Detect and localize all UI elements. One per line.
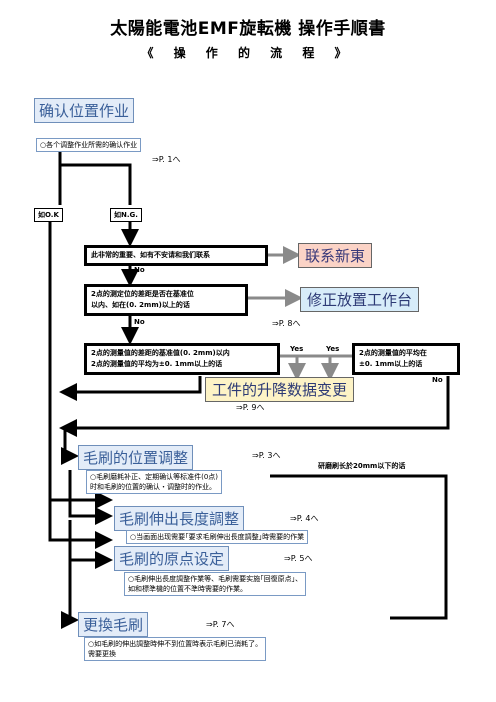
lift-data-change-box: 工件的升降数据变更 <box>205 377 355 402</box>
replace-brush-note: ○如毛刷的伸出調整時伸不到位置時表示毛刷已消耗了。 需要更換 <box>84 637 267 661</box>
no-label-3: No <box>432 376 443 384</box>
brush-position-note-line-2: 时和毛刷的位置的确认・调整时的作业。 <box>90 483 216 491</box>
page-title: 太陽能電池EMF旋転機 操作手順書 <box>110 19 386 39</box>
cond4-line-1: 2点的测量值的平均在 <box>359 349 427 357</box>
ref-p1: ⇒P. 1へ <box>152 155 181 164</box>
cond3-line-1: 2点的测量值的差距的基准值(0. 2mm)以内 <box>91 349 230 357</box>
brush-position-heading: 毛刷的位置调整 <box>78 445 194 470</box>
ref-p3: ⇒P. 3へ <box>252 451 281 460</box>
brush-origin-note: ○毛刷伸出長度調整作業等、毛刷需要实施｢回復原点｣、 如和標準機的位置不準時需要… <box>124 572 307 596</box>
contact-action-box: 联系新東 <box>298 243 373 268</box>
brush-extension-note: ○当画面出现需要｢要求毛刷伸出長度調整｣時需要的作業 <box>126 530 309 544</box>
cond4-line-2: ±0. 1mm以上的话 <box>359 360 423 368</box>
confirm-position-heading: 确认位置作业 <box>34 98 135 123</box>
ref-p5: ⇒P. 5へ <box>284 554 313 563</box>
branch-ok: 如O.K <box>34 208 63 222</box>
condition-contact: 此非常的重要、如有不安请和我们联系 <box>84 245 268 266</box>
condition-average-tolerance: 2点的测量值的平均在 ±0. 1mm以上的话 <box>352 343 460 375</box>
no-label-1: No <box>134 266 145 274</box>
cond3-line-2: 2点的测量值的平均为±0. 1mm以上的话 <box>91 360 223 368</box>
brush-position-note-line-1: ○毛刷磨耗补正、定期确认等标准件(0点) <box>90 473 219 481</box>
ref-p8: ⇒P. 8へ <box>272 319 301 328</box>
replace-brush-note-line-1: ○如毛刷的伸出調整時伸不到位置時表示毛刷已消耗了。 <box>88 640 263 648</box>
brush-position-note: ○毛刷磨耗补正、定期确认等标准件(0点) 时和毛刷的位置的确认・调整时的作业。 <box>86 470 223 494</box>
brush-length-side-note: 研磨刷长於20mm以下的话 <box>318 462 406 470</box>
condition-two-points-diff: 2点的测定位的差距是否在基准位 以内、如在(0. 2mm)以上的话 <box>84 284 248 316</box>
yes-label-1: Yes <box>290 345 304 353</box>
replace-brush-heading: 更換毛刷 <box>78 612 149 637</box>
brush-origin-note-line-1: ○毛刷伸出長度調整作業等、毛刷需要实施｢回復原点｣、 <box>128 575 303 583</box>
confirm-position-note: ○各个调整作业所需的确认作业 <box>36 138 142 152</box>
page-subtitle: 《 操 作 的 流 程 》 <box>141 46 355 60</box>
correct-table-action-box: 修正放置工作台 <box>300 287 420 312</box>
brush-extension-heading: 毛刷伸出長度調整 <box>114 506 245 531</box>
cond2-line-1: 2点的测定位的差距是否在基准位 <box>91 290 194 298</box>
brush-origin-heading: 毛刷的原点设定 <box>114 546 230 571</box>
ref-p7: ⇒P. 7へ <box>206 620 235 629</box>
ref-p9: ⇒P. 9へ <box>236 403 265 412</box>
cond2-line-2: 以内、如在(0. 2mm)以上的话 <box>91 301 190 309</box>
replace-brush-note-line-2: 需要更換 <box>88 650 116 658</box>
ref-p4: ⇒P. 4へ <box>290 514 319 523</box>
branch-ng: 如N.G. <box>110 208 142 222</box>
brush-origin-note-line-2: 如和標準機的位置不準時需要的作業。 <box>128 585 247 593</box>
yes-label-2: Yes <box>326 345 340 353</box>
condition-average: 2点的测量值的差距的基准值(0. 2mm)以内 2点的测量值的平均为±0. 1m… <box>84 343 280 375</box>
no-label-2: No <box>134 318 145 326</box>
